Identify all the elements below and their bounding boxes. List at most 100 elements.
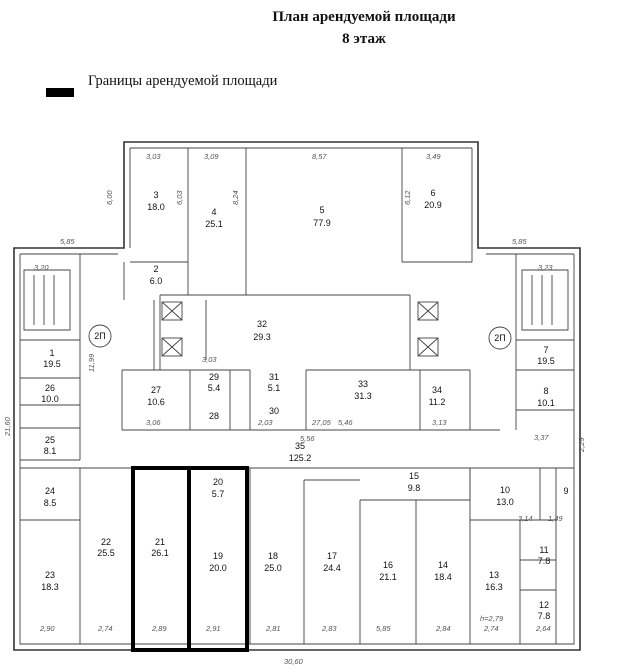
dimension-label: 2,83 bbox=[321, 624, 337, 633]
room-number: 8 bbox=[543, 386, 548, 396]
room-number: 4 bbox=[211, 207, 216, 217]
room-number: 26 bbox=[45, 383, 55, 393]
room-area: 25.1 bbox=[205, 219, 223, 229]
dimension-label: 5,85 bbox=[512, 237, 527, 246]
room-number: 28 bbox=[209, 411, 219, 421]
rented-area-boundary bbox=[131, 466, 249, 652]
room-area: 19.5 bbox=[43, 359, 61, 369]
dimension-label: 8,24 bbox=[231, 190, 240, 205]
room-area: 26.1 bbox=[151, 548, 169, 558]
stair-markers: 2П 2П bbox=[88, 324, 512, 350]
room-area: 9.8 bbox=[408, 483, 421, 493]
room-area: 20.0 bbox=[209, 563, 227, 573]
room-number: 27 bbox=[151, 385, 161, 395]
room-number: 3 bbox=[153, 190, 158, 200]
dimension-label: 3,03 bbox=[202, 355, 217, 364]
room-area: 11.2 bbox=[429, 397, 446, 407]
room-area: 125.2 bbox=[289, 453, 312, 463]
room-number: 31 bbox=[269, 372, 279, 382]
room-number: 13 bbox=[489, 570, 499, 580]
room-number: 1 bbox=[49, 348, 54, 358]
room-number: 24 bbox=[45, 486, 55, 496]
dimension-label: 2,89 bbox=[151, 624, 167, 633]
page-subtitle: 8 этаж bbox=[342, 31, 386, 47]
room-area: 20.9 bbox=[424, 200, 442, 210]
room-number: 23 bbox=[45, 570, 55, 580]
dimension-label: 5,85 bbox=[60, 237, 75, 246]
dimension-label: 21,60 bbox=[3, 416, 12, 437]
dimension-label: 3,49 bbox=[426, 152, 441, 161]
room-area: 7.8 bbox=[538, 611, 551, 621]
room-number: 18 bbox=[268, 551, 278, 561]
dimension-label: 6,03 bbox=[175, 190, 184, 205]
room-number: 34 bbox=[432, 385, 442, 395]
room-number: 7 bbox=[543, 345, 548, 355]
room-number: 25 bbox=[45, 435, 55, 445]
room-area: 31.3 bbox=[354, 391, 372, 401]
dimension-label: 3,37 bbox=[534, 433, 549, 442]
room-number: 20 bbox=[213, 477, 223, 487]
room-number: 9 bbox=[563, 486, 568, 496]
dimension-label: 3,13 bbox=[432, 418, 447, 427]
room-area: 25.0 bbox=[264, 563, 282, 573]
dimension-label: 3,03 bbox=[146, 152, 161, 161]
room-area: 10.1 bbox=[537, 398, 555, 408]
room-area: 21.1 bbox=[379, 572, 397, 582]
dimension-label: 3,20 bbox=[34, 263, 49, 272]
room-area: 8.5 bbox=[44, 498, 57, 508]
room-number: 5 bbox=[319, 205, 324, 215]
dimension-label: 2,84 bbox=[435, 624, 451, 633]
room-number: 10 bbox=[500, 485, 510, 495]
room-area: 10.6 bbox=[147, 397, 165, 407]
room-number: 32 bbox=[257, 319, 267, 329]
legend-label: Границы арендуемой площади bbox=[88, 73, 278, 89]
room-area: 18.4 bbox=[434, 572, 452, 582]
room-area: 25.5 bbox=[97, 548, 115, 558]
dimension-label: 1,49 bbox=[548, 514, 563, 523]
dimension-label: 6,00 bbox=[105, 190, 114, 205]
building-walls bbox=[13, 141, 581, 651]
dimension-label: 3,23 bbox=[538, 263, 553, 272]
dimension-labels: 3,03 3,09 8,57 3,49 6,00 6,03 8,24 6,12 … bbox=[3, 152, 586, 666]
dimension-label: 2,81 bbox=[265, 624, 281, 633]
room-area: 7.8 bbox=[538, 556, 551, 566]
room-area: 29.3 bbox=[253, 332, 271, 342]
dimension-label: 6,12 bbox=[403, 190, 412, 205]
room-area: 6.0 bbox=[150, 276, 163, 286]
dimension-label: 2,90 bbox=[39, 624, 55, 633]
dimension-label: h=2,79 bbox=[480, 614, 504, 623]
room-area: 13.0 bbox=[496, 497, 514, 507]
room-area: 5.7 bbox=[212, 489, 225, 499]
room-number: 6 bbox=[430, 188, 435, 198]
dimension-label: 2,29 bbox=[577, 437, 586, 453]
room-area: 10.0 bbox=[41, 394, 59, 404]
dimension-label: 3,14 bbox=[518, 514, 533, 523]
room-number: 17 bbox=[327, 551, 337, 561]
dimension-label: 8,57 bbox=[312, 152, 327, 161]
stair-label-left: 2П bbox=[94, 331, 105, 341]
dimension-label: 27,05 bbox=[311, 418, 332, 427]
legend-swatch bbox=[46, 88, 74, 97]
dimension-label: 5,46 bbox=[338, 418, 353, 427]
room-area: 5.1 bbox=[268, 383, 281, 393]
dimension-label: 11,99 bbox=[87, 353, 96, 372]
room-area: 77.9 bbox=[313, 218, 331, 228]
room-number: 12 bbox=[539, 600, 549, 610]
stair-label-right: 2П bbox=[494, 333, 505, 343]
dimension-label: 5,85 bbox=[376, 624, 391, 633]
page-title: План арендуемой площади bbox=[272, 9, 456, 25]
room-number: 2 bbox=[153, 264, 158, 274]
room-number: 14 bbox=[438, 560, 448, 570]
room-area: 18.3 bbox=[41, 582, 59, 592]
dimension-label: 2,03 bbox=[257, 418, 273, 427]
dimension-label: 3,09 bbox=[204, 152, 219, 161]
room-number: 16 bbox=[383, 560, 393, 570]
room-labels: 1 19.5 2 6.0 3 18.0 4 25.1 5 77.9 6 20.9… bbox=[41, 188, 568, 621]
room-number: 33 bbox=[358, 379, 368, 389]
room-number: 15 bbox=[409, 471, 419, 481]
room-number: 35 bbox=[295, 441, 305, 451]
room-number: 19 bbox=[213, 551, 223, 561]
room-area: 16.3 bbox=[485, 582, 503, 592]
room-area: 19.5 bbox=[537, 356, 555, 366]
